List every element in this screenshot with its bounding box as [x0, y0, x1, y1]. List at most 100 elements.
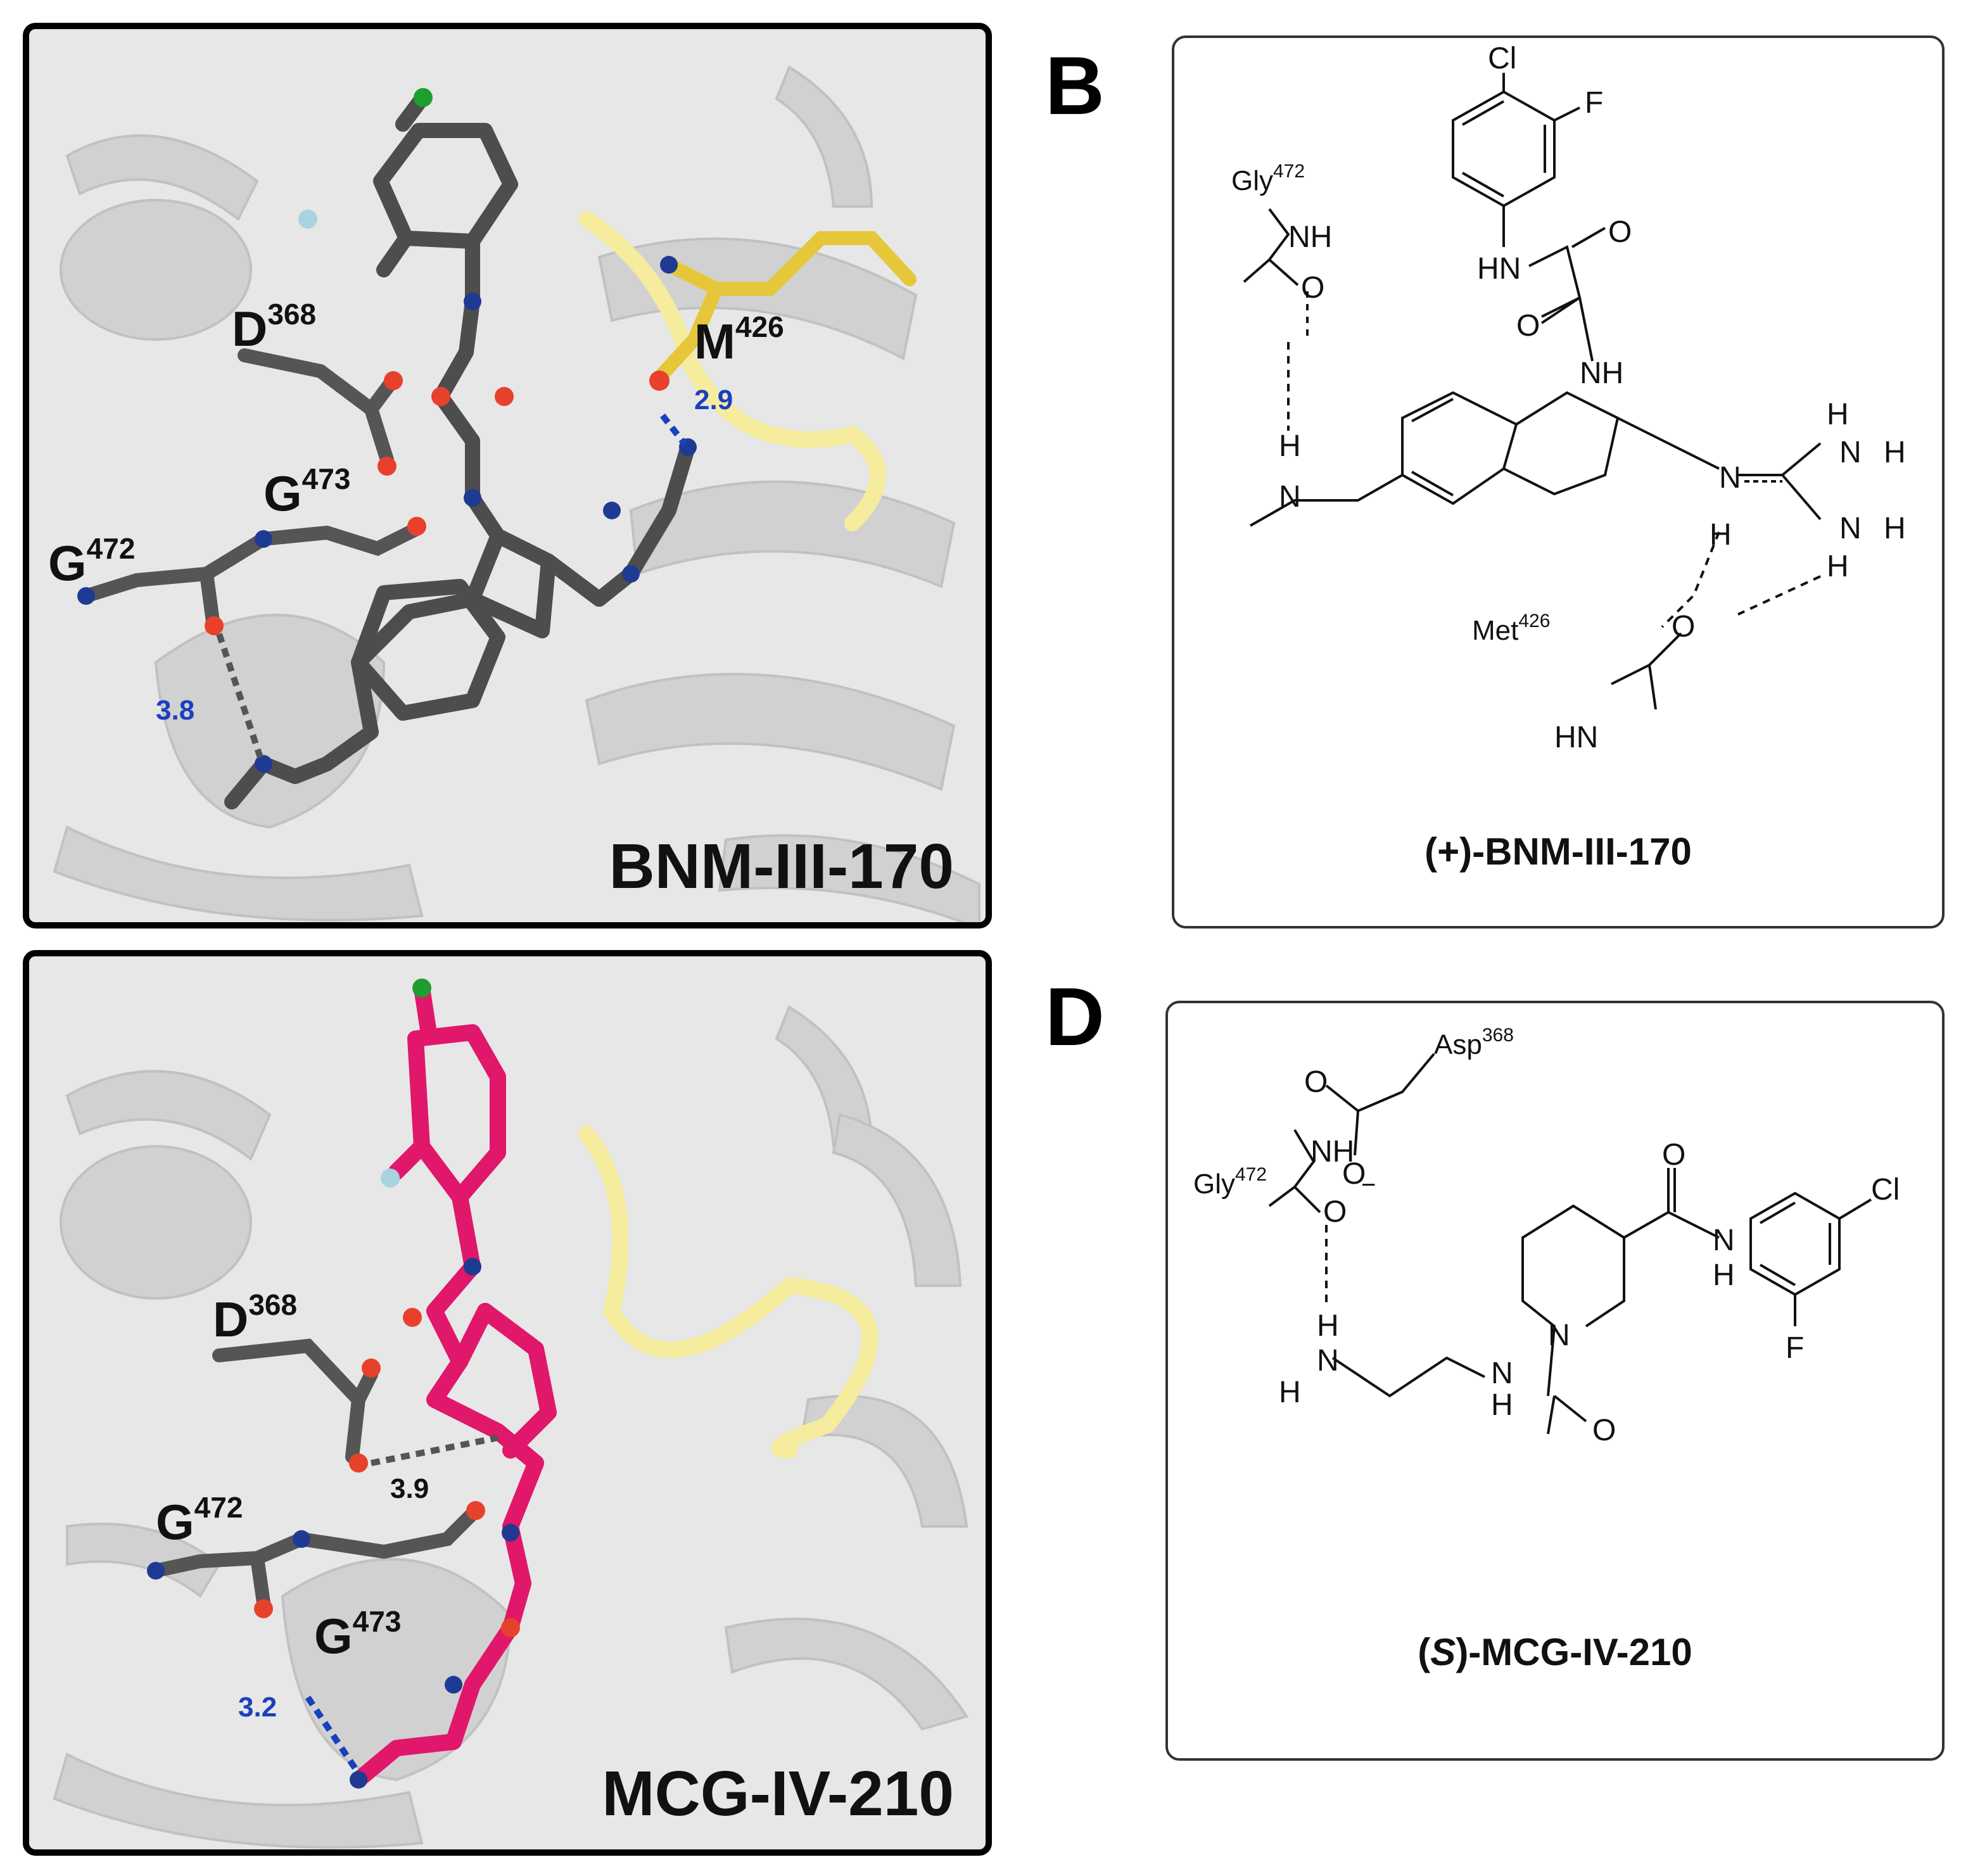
- d368-sticks-c: [212, 1338, 378, 1464]
- scheme-b-bonds: [1243, 73, 1822, 710]
- b-nh: NH: [1580, 357, 1623, 390]
- hbond-a-met426: [660, 413, 687, 447]
- ligand-a-o2: [495, 387, 514, 406]
- compound-label-c: MCG-IV-210: [602, 1758, 954, 1829]
- chlorine-a: [414, 88, 433, 107]
- met426-nitrogen: [660, 256, 678, 274]
- panel-d-structure: Asp368 O O − Gly472 NH O H N H N H O N O…: [1193, 1025, 1900, 1447]
- ligand-a-guan-n2: [622, 565, 640, 583]
- scheme-d-bonds: [1268, 1053, 1872, 1435]
- b-h1: H: [1279, 429, 1301, 463]
- ligand-a-amine-n: [255, 755, 272, 773]
- b-nh2b-h: H: [1884, 512, 1906, 545]
- b-gly: Gly472: [1231, 161, 1305, 196]
- g473-nitrogen: [255, 530, 272, 548]
- d-o-carb: O: [1304, 1065, 1328, 1099]
- ligand-a-guan-n3: [603, 502, 621, 519]
- d-n1: N: [1317, 1344, 1339, 1378]
- b-f: F: [1585, 86, 1603, 120]
- met426-oxygen: [649, 371, 670, 391]
- d368-c-oxygen-1: [362, 1359, 381, 1378]
- protein-cartoon-c: [53, 1005, 969, 1849]
- b-h-top: H: [1827, 398, 1849, 431]
- caption-d-pre: (: [1418, 1631, 1431, 1673]
- ligand-a-o1: [431, 387, 450, 406]
- b-h-bot: H: [1827, 550, 1849, 583]
- chlorine-c: [412, 979, 431, 998]
- loop-c: [578, 1125, 879, 1459]
- d-asp: Asp368: [1434, 1025, 1514, 1060]
- ligand-c-n-pip: [502, 1524, 519, 1542]
- label-g473-c: G473: [314, 1605, 401, 1664]
- met426-sticks: [652, 231, 917, 384]
- b-met: Met426: [1472, 611, 1550, 646]
- fluorine-a: [298, 210, 317, 229]
- b-h-mid: H: [1710, 518, 1732, 552]
- b-met-hn: HN: [1554, 721, 1598, 754]
- label-d368-c: D368: [213, 1288, 297, 1347]
- d-n-pip: N: [1548, 1319, 1570, 1352]
- d-h2: H: [1279, 1376, 1301, 1409]
- d-nh-a: N: [1491, 1357, 1513, 1390]
- b-n1: N: [1279, 480, 1301, 514]
- ligand-a-n1: [464, 293, 481, 310]
- label-g472-a: G472: [48, 532, 135, 591]
- d-gly: Gly472: [1193, 1164, 1267, 1200]
- d-h1: H: [1317, 1309, 1339, 1343]
- b-nh2b-n: N: [1839, 512, 1862, 545]
- panel-b-scheme: Cl F HN O O NH Gly472 NH O H N N N H N H…: [1172, 35, 1945, 928]
- fluorine-c: [381, 1169, 400, 1188]
- hbond-c-gly472: [305, 1695, 362, 1775]
- d-minus: −: [1361, 1171, 1376, 1199]
- ligand-a-sticks: [224, 91, 695, 809]
- b-nh2a-h: H: [1884, 436, 1906, 469]
- d-nh-b: N: [1713, 1224, 1735, 1257]
- panel-letter-d: D: [1045, 970, 1105, 1063]
- panel-c-protein-view: D368 G472 G473 3.9 3.2 MCG-IV-210: [23, 950, 992, 1856]
- ligand-c-n1: [464, 1258, 481, 1276]
- panel-b-structure: Cl F HN O O NH Gly472 NH O H N N N H N H…: [1231, 42, 1906, 754]
- b-cl: Cl: [1488, 42, 1516, 75]
- panel-letter-b: B: [1045, 39, 1105, 132]
- loop-a: [578, 211, 886, 531]
- g473-c-oxygen: [466, 1501, 485, 1520]
- label-m426-a: M426: [694, 310, 784, 369]
- caption-d-post: )-MCG-IV-210: [1456, 1631, 1692, 1673]
- panel-c-structure: D368 G472 G473 3.9 3.2: [53, 979, 969, 1849]
- d368-sticks: [238, 348, 397, 467]
- g473-oxygen: [407, 517, 426, 536]
- ligand-c-amine-n: [350, 1771, 367, 1789]
- g472-c-oxygen: [254, 1599, 273, 1618]
- d-gly-nh: NH: [1310, 1135, 1354, 1169]
- distance-a-1: 2.9: [694, 384, 733, 415]
- b-o2: O: [1516, 309, 1540, 343]
- caption-d-italic: S: [1430, 1631, 1456, 1673]
- b-hn: HN: [1477, 252, 1521, 286]
- ligand-c-sticks: [350, 980, 557, 1788]
- d-gly-o: O: [1323, 1195, 1347, 1229]
- hbond-a-gly472: [216, 633, 263, 759]
- g472-oxygen: [205, 616, 224, 635]
- compound-label-a: BNM-III-170: [609, 831, 954, 902]
- b-nh2a-n: N: [1839, 436, 1862, 469]
- d-nh-b-h: H: [1713, 1258, 1735, 1292]
- label-g473-a: G473: [263, 462, 350, 521]
- panel-a-protein-view: D368 M426 G473 G472 2.9 3.8 BNM-III-170: [23, 23, 992, 928]
- d-o-urea: O: [1592, 1414, 1616, 1447]
- panel-a-structure: D368 M426 G473 G472 2.9 3.8: [48, 65, 980, 922]
- panel-d-scheme: Asp368 O O − Gly472 NH O H N H N H O N O…: [1165, 1001, 1945, 1761]
- b-o1: O: [1608, 215, 1632, 249]
- d-cl: Cl: [1871, 1173, 1900, 1207]
- g472-c-nitrogen: [147, 1562, 165, 1580]
- protein-cartoon-a: [53, 65, 980, 922]
- g472-nitrogen: [77, 587, 95, 605]
- b-gly-nh: NH: [1288, 220, 1332, 254]
- distance-c-1: 3.9: [390, 1473, 429, 1504]
- d-f: F: [1786, 1331, 1804, 1365]
- ligand-c-n-urea: [445, 1676, 462, 1694]
- d-o-amide: O: [1662, 1138, 1685, 1172]
- d368-c-oxygen-2: [349, 1454, 368, 1473]
- ligand-a-n2: [464, 489, 481, 507]
- b-guan-n: N: [1719, 461, 1741, 495]
- d368-oxygen-2: [378, 457, 397, 476]
